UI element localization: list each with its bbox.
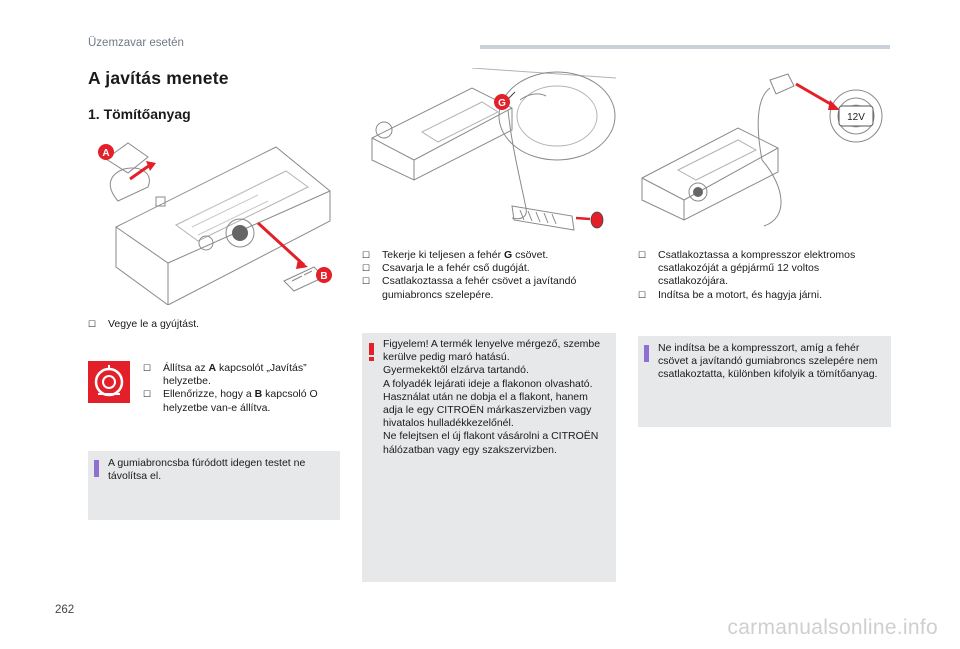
checkbox-bullet-icon: ☐ (638, 289, 647, 300)
col3-step-2-text: Indítsa be a motort, és hagyja járni. (658, 288, 823, 301)
col2-step-3-text: Csatlakoztassa a fehér csövet a javítand… (382, 275, 577, 301)
checkbox-bullet-icon: ☐ (638, 250, 647, 260)
figure-compressor-switches: A B (88, 135, 340, 305)
col1-info-note-text: A gumiabroncsba fúródott idegen testet n… (108, 457, 306, 483)
warning-line: Ne felejtsen el új flakont vásárolni a C… (383, 430, 599, 456)
warning-line: Használat után ne dobja el a flakont, ha… (383, 390, 592, 430)
warning-line: Gyermekektől elzárva tartandó. (383, 364, 529, 377)
plug-12v-label: 12V (847, 112, 865, 123)
col1-step-3-text-post: kapcsoló O helyzetbe van-e állítva. (163, 388, 318, 414)
col1-step-3-text-pre: Ellenőrizze, hogy a (163, 388, 255, 401)
col3-step-1-text: Csatlakoztassa a kompresszor elektromos … (658, 249, 856, 288)
callout-g-label: G (498, 98, 506, 109)
callout-b-label: B (320, 271, 327, 282)
col3-info-note-text: Ne indítsa be a kompresszort, amíg a feh… (658, 342, 878, 381)
header-divider-bar (480, 45, 890, 49)
info-icon (94, 460, 99, 477)
col1-steps-2-3: ☐ Állítsa az A kapcsolót „Javítás” helyze… (143, 362, 343, 415)
col2-step-1-text-post: csövet. (512, 249, 549, 261)
checkbox-bullet-icon: ☐ (362, 276, 371, 287)
checkbox-bullet-icon: ☐ (143, 389, 152, 400)
col3-steps: ☐ Csatlakoztassa a kompresszor elektromos… (638, 249, 888, 302)
switch-b-key: B (254, 388, 263, 401)
watermark: carmanualsonline.info (727, 616, 938, 639)
warning-icon (369, 343, 374, 355)
checkbox-bullet-icon: ☐ (88, 319, 97, 329)
checkbox-bullet-icon: ☐ (143, 363, 152, 373)
col1-step-1-text: Vegye le a gyújtást. (108, 318, 200, 330)
page-title: A javítás menete (88, 68, 229, 88)
col1-step-1: ☐ Vegye le a gyújtást. (88, 318, 338, 331)
col1-step-2-text-pre: Állítsa az (163, 362, 209, 374)
col2-steps: ☐ Tekerje ki teljesen a fehér G csövet. ☐… (362, 249, 612, 302)
col3-info-note: Ne indítsa be a kompresszort, amíg a feh… (638, 336, 891, 427)
figure-12v-socket: 12V (638, 68, 890, 238)
callout-a-label: A (102, 148, 109, 159)
col1-step-2-text-post: kapcsolót „Javítás” helyzetbe. (163, 362, 307, 388)
hose-g-key: G (503, 249, 513, 261)
col2-step-1-text-pre: Tekerje ki teljesen a fehér (382, 249, 504, 261)
checkbox-bullet-icon: ☐ (362, 263, 371, 274)
col2-warning-note: Figyelem! A termék lenyelve mérgező, sze… (362, 333, 616, 582)
warning-line: A folyadék lejárati ideje a flakonon olv… (383, 377, 593, 390)
col2-step-2-text: Csavarja le a fehér cső dugóját. (382, 262, 530, 275)
section-header-label: Üzemzavar esetén (88, 37, 184, 49)
col2-warning-note-text: Figyelem! A termék lenyelve mérgező, sze… (383, 338, 609, 457)
figure-hose-valve: G (362, 68, 616, 238)
page-number: 262 (55, 604, 75, 616)
col1-info-note: A gumiabroncsba fúródott idegen testet n… (88, 451, 340, 520)
section-subtitle: 1. Tömítőanyag (88, 106, 191, 122)
switch-a-key: A (208, 362, 217, 374)
info-icon (644, 345, 649, 362)
repair-mode-icon (88, 361, 130, 403)
warning-icon-dot (369, 357, 374, 361)
checkbox-bullet-icon: ☐ (362, 250, 371, 260)
warning-line: Figyelem! A termék lenyelve mérgező, sze… (383, 338, 601, 364)
